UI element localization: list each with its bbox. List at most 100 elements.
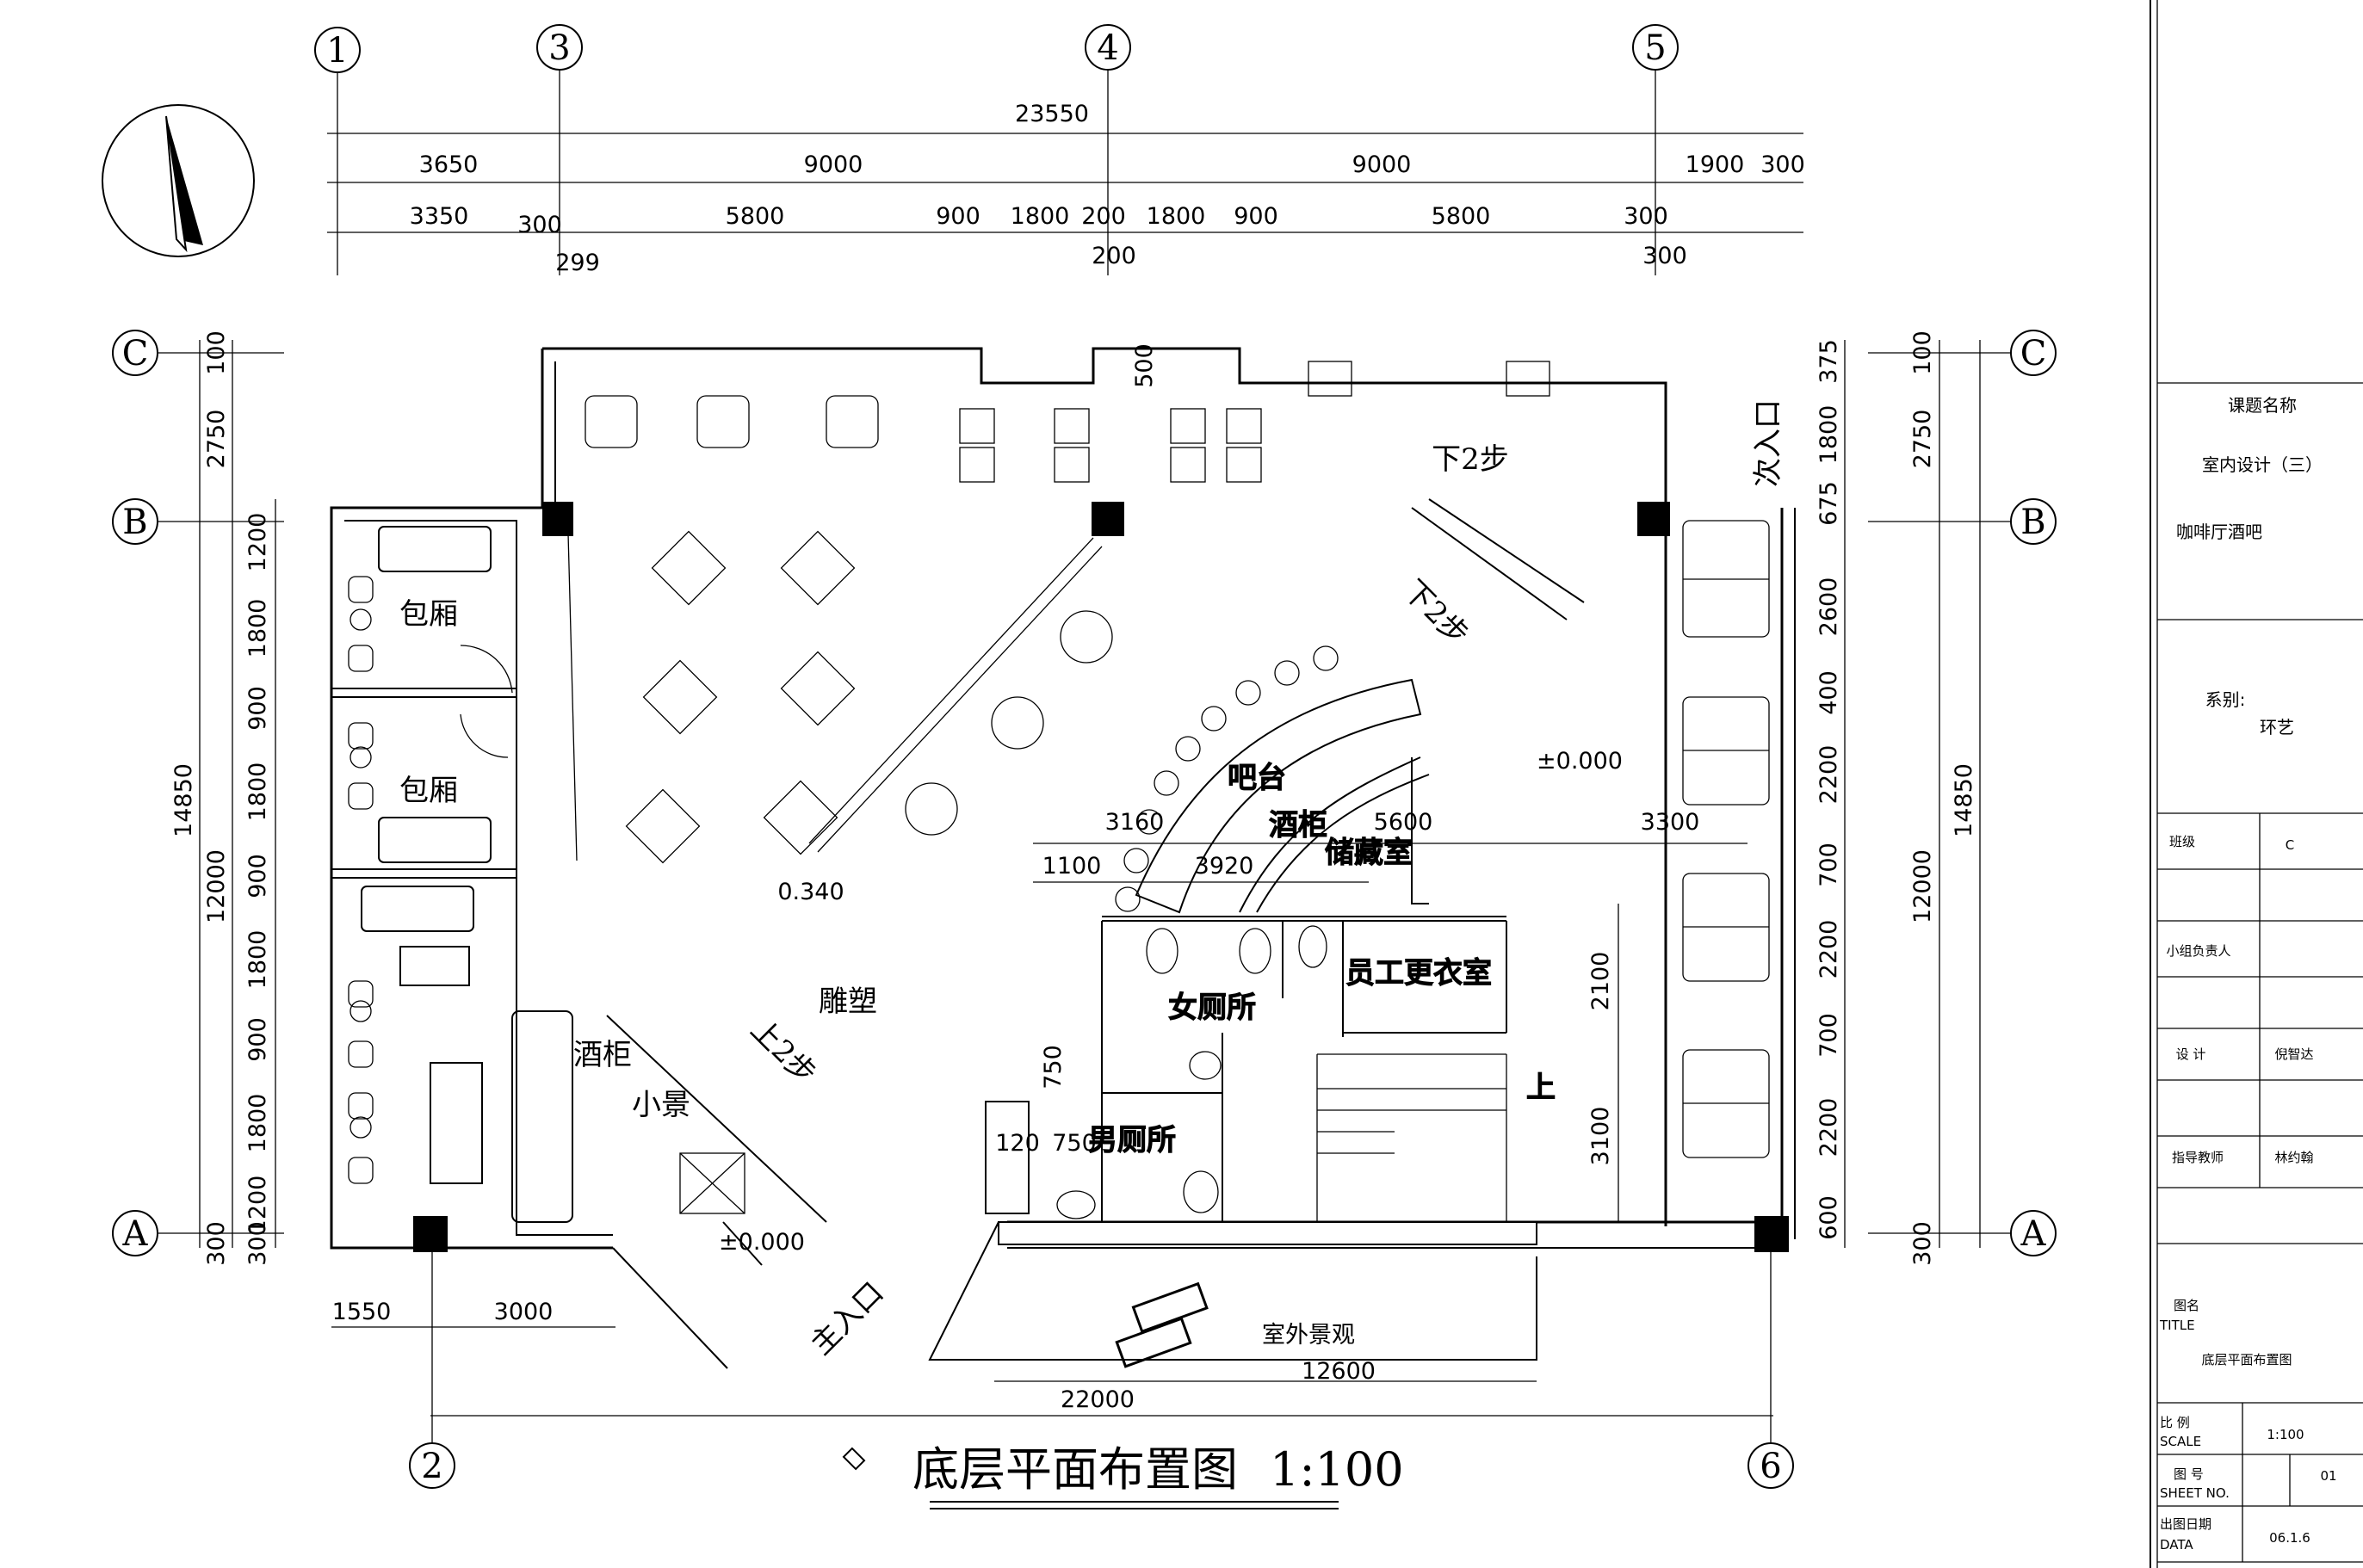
- svg-text:系别:: 系别:: [2205, 689, 2246, 710]
- dining-area: [567, 361, 1550, 864]
- svg-text:设 计: 设 计: [2176, 1046, 2206, 1062]
- svg-text:出图日期: 出图日期: [2160, 1516, 2211, 1532]
- svg-text:300: 300: [1624, 203, 1668, 230]
- axis-bubble-left-A: A: [112, 1210, 158, 1256]
- axis-bubble-left-B: B: [112, 498, 158, 545]
- svg-text:200: 200: [1081, 203, 1126, 230]
- label-level-1: ±0.000: [719, 1229, 805, 1256]
- svg-text:1800: 1800: [1147, 203, 1206, 230]
- svg-text:1:100: 1:100: [2267, 1427, 2304, 1442]
- svg-text:01: 01: [2320, 1468, 2336, 1484]
- private-rooms: 包厢 包厢 酒柜: [331, 526, 632, 1223]
- svg-text:14850: 14850: [1951, 763, 1977, 837]
- svg-text:C: C: [2286, 837, 2294, 853]
- svg-text:SCALE: SCALE: [2160, 1434, 2201, 1449]
- svg-text:9000: 9000: [804, 151, 863, 178]
- svg-text:小组负责人: 小组负责人: [2166, 943, 2230, 959]
- svg-text:1800: 1800: [244, 599, 271, 658]
- svg-text:3160: 3160: [1105, 809, 1165, 836]
- svg-text:14850: 14850: [170, 763, 197, 837]
- svg-text:2: 2: [421, 1447, 442, 1486]
- label-small-scene: 小景: [632, 1088, 690, 1122]
- svg-text:3920: 3920: [1195, 853, 1254, 880]
- axis-bubble-bottom-6: 6: [1748, 1442, 1794, 1489]
- axis-bubble-top-4: 4: [1085, 24, 1131, 71]
- svg-text:9000: 9000: [1352, 151, 1412, 178]
- svg-text:300: 300: [1760, 151, 1805, 178]
- room-label-wine-cabinet-2: 酒柜: [573, 1038, 632, 1072]
- svg-text:900: 900: [244, 1017, 271, 1062]
- svg-text:2200: 2200: [1816, 745, 1842, 805]
- svg-text:底层平面布置图: 底层平面布置图: [2201, 1352, 2292, 1367]
- svg-text:A: A: [2020, 1214, 2047, 1254]
- svg-text:700: 700: [1816, 843, 1842, 887]
- svg-text:22000: 22000: [1061, 1386, 1135, 1413]
- svg-text:SHEET NO.: SHEET NO.: [2160, 1485, 2230, 1501]
- svg-text:1550: 1550: [332, 1299, 392, 1325]
- svg-text:675: 675: [1816, 481, 1842, 526]
- svg-text:5800: 5800: [726, 203, 785, 230]
- svg-text:2600: 2600: [1816, 577, 1842, 637]
- axis-bubble-right-B: B: [2010, 498, 2057, 545]
- north-arrow-icon: [102, 104, 255, 257]
- svg-text:750: 750: [1052, 1130, 1097, 1157]
- booths: [1682, 520, 1770, 1158]
- svg-text:A: A: [122, 1214, 149, 1254]
- svg-text:倪智达: 倪智达: [2274, 1046, 2313, 1062]
- room-label-mens-restroom: 男厕所: [1088, 1123, 1176, 1157]
- svg-text:1800: 1800: [244, 1094, 271, 1153]
- room-label-private-2: 包厢: [399, 774, 458, 808]
- room-label-womens-restroom: 女厕所: [1168, 991, 1256, 1025]
- svg-text:3350: 3350: [410, 203, 469, 230]
- svg-text:1800: 1800: [1011, 203, 1070, 230]
- svg-text:3000: 3000: [494, 1299, 554, 1325]
- svg-text:900: 900: [1234, 203, 1278, 230]
- svg-text:5: 5: [1644, 28, 1666, 68]
- svg-text:3650: 3650: [419, 151, 479, 178]
- svg-text:700: 700: [1816, 1013, 1842, 1058]
- svg-text:1800: 1800: [244, 930, 271, 990]
- room-label-wine-cabinet: 酒柜: [1269, 808, 1327, 843]
- title-block: 课题名称 室内设计（三） 咖啡厅酒吧 系别: 环艺 班级 C 小组负责人 设 计…: [2150, 0, 2363, 1568]
- svg-text:图名: 图名: [2174, 1298, 2199, 1313]
- label-up-steps: 上2步: [744, 1012, 823, 1091]
- axis-bubble-top-3: 3: [536, 24, 583, 71]
- axis-bubble-left-C: C: [112, 330, 158, 376]
- label-level-2: 0.340: [777, 879, 844, 905]
- svg-text:图 号: 图 号: [2174, 1466, 2204, 1482]
- svg-text:1200: 1200: [244, 513, 271, 572]
- interior-dimensions: 3160 5600 3300 1100 3920 2100 3100 500 7…: [995, 343, 1748, 1222]
- svg-text:课题名称: 课题名称: [2228, 395, 2297, 416]
- drawing-title: 底层平面布置图 1:100: [842, 1442, 1404, 1509]
- dim-top-total: 23550: [1015, 101, 1089, 127]
- svg-text:3: 3: [548, 28, 570, 68]
- svg-text:12000: 12000: [203, 849, 230, 923]
- svg-text:TITLE: TITLE: [2159, 1318, 2195, 1333]
- svg-text:2750: 2750: [203, 410, 230, 469]
- left-dimensions: 100 2750 14850 12000 1200 1800 900 1800 …: [170, 330, 276, 1266]
- right-dimensions: 100 2750 14850 12000 300 375 1800 675 26…: [1816, 330, 1981, 1266]
- svg-text:指导教师: 指导教师: [2172, 1150, 2224, 1165]
- top-dimensions: 23550 3650 9000 9000 1900 300 3350 300 5…: [327, 101, 1805, 276]
- svg-text:900: 900: [936, 203, 980, 230]
- room-label-storage: 储藏室: [1325, 836, 1413, 870]
- svg-text:B: B: [122, 503, 147, 542]
- svg-text:900: 900: [244, 686, 271, 731]
- svg-text:林约翰: 林约翰: [2274, 1150, 2313, 1165]
- svg-text:299: 299: [555, 250, 600, 276]
- svg-text:375: 375: [1816, 339, 1842, 384]
- svg-text:2200: 2200: [1816, 920, 1842, 979]
- label-down-steps-a: 下2步: [1432, 442, 1509, 477]
- svg-text:300: 300: [1642, 243, 1687, 269]
- room-label-staff-locker: 员工更衣室: [1345, 956, 1492, 991]
- svg-text:300: 300: [244, 1221, 271, 1266]
- svg-text:1900: 1900: [1686, 151, 1745, 178]
- axis-bubble-top-1: 1: [314, 27, 361, 73]
- svg-text:100: 100: [203, 330, 230, 375]
- svg-text:1800: 1800: [244, 762, 271, 822]
- axis-bubbles: 1 3 4 5 2 6 C B A C B A: [112, 24, 2057, 1489]
- structural-columns: [413, 502, 1789, 1252]
- axis-bubble-top-5: 5: [1632, 24, 1679, 71]
- axis-bubble-right-C: C: [2010, 330, 2057, 376]
- svg-text:12000: 12000: [1909, 849, 1936, 923]
